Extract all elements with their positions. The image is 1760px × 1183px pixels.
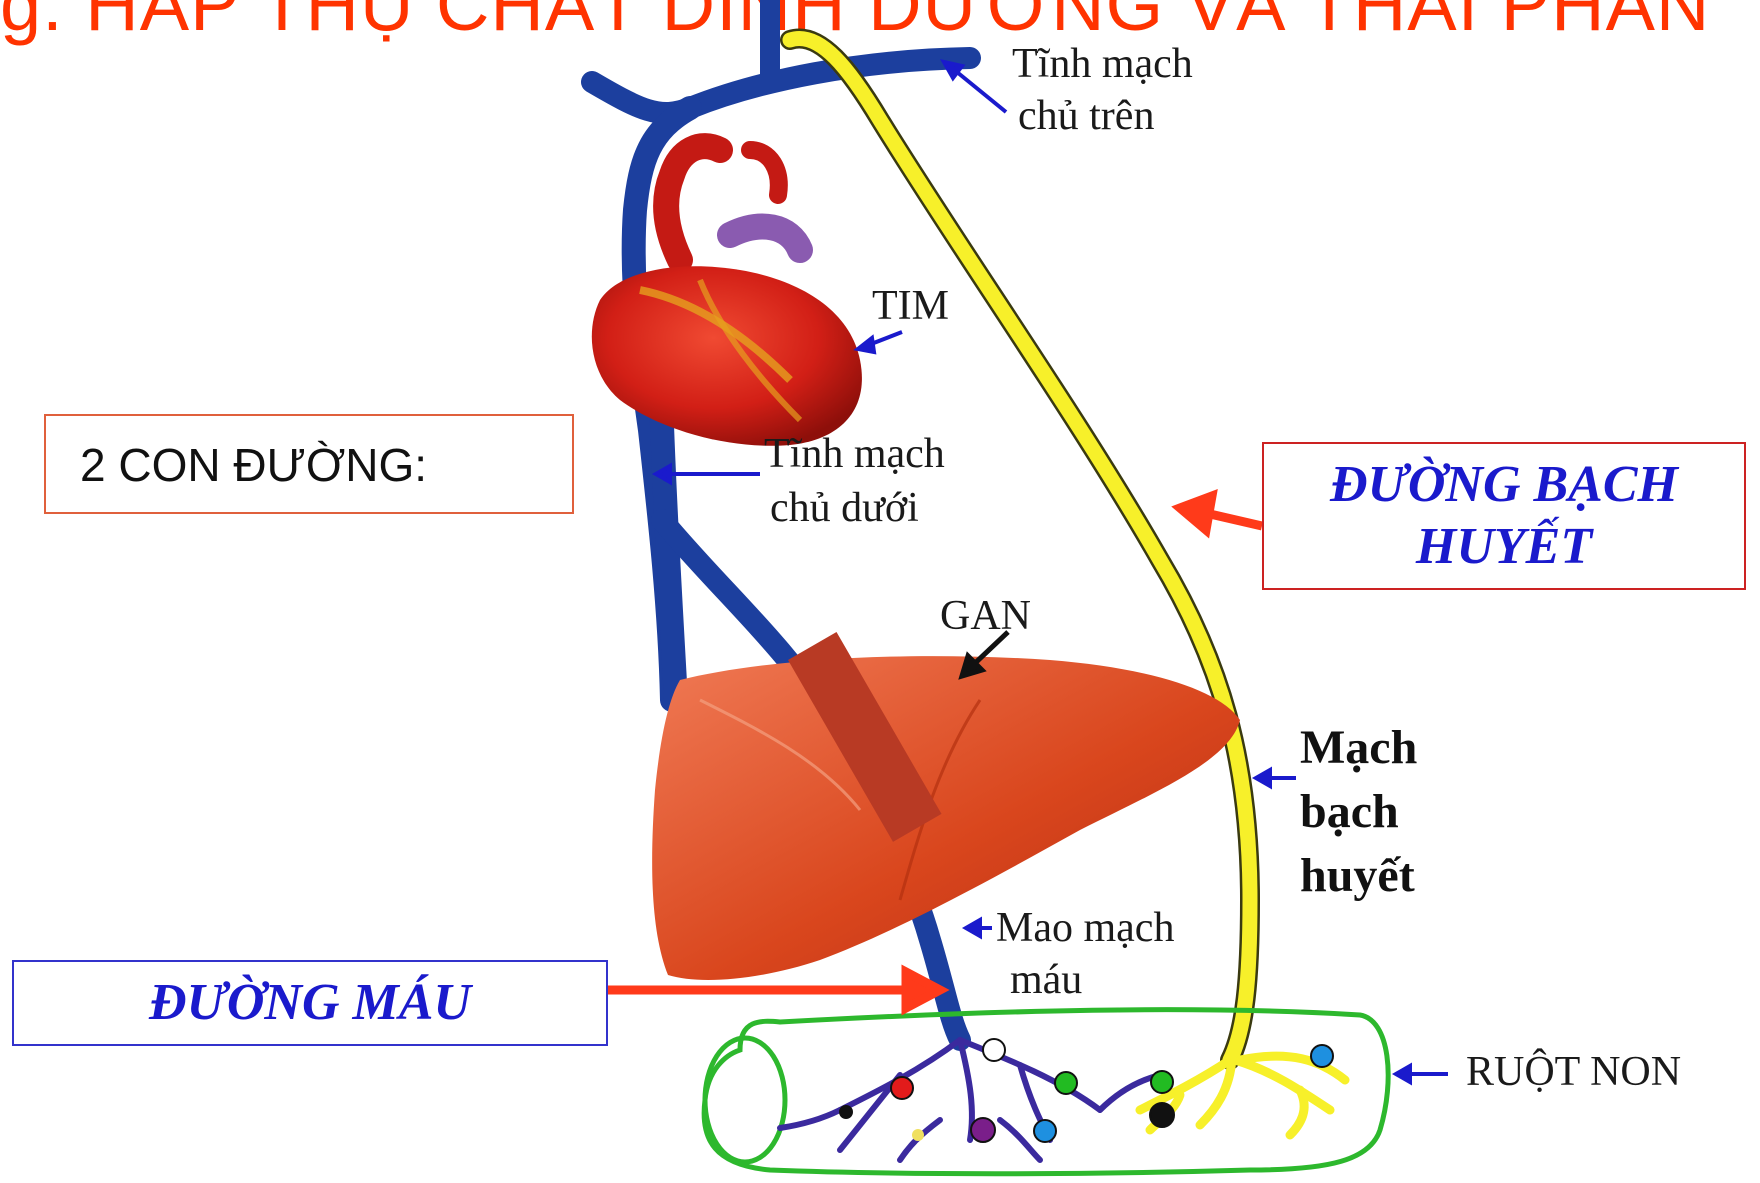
label-svc-2: chủ trên xyxy=(1018,90,1154,142)
superior-vena-cava xyxy=(592,58,970,113)
blood-pathway-box: ĐƯỜNG MÁU xyxy=(12,960,608,1046)
two-pathways-label: 2 CON ĐƯỜNG: xyxy=(80,438,427,492)
label-ivc-2: chủ dưới xyxy=(770,482,919,534)
lymph-pathway-label-1: ĐƯỜNG BẠCH xyxy=(1330,454,1678,516)
label-capillary-1: Mao mạch xyxy=(996,902,1174,954)
two-pathways-box: 2 CON ĐƯỜNG: xyxy=(44,414,574,514)
small-intestine-icon xyxy=(704,1010,1388,1174)
label-capillary-2: máu xyxy=(1010,954,1082,1006)
capillary-network xyxy=(780,1040,1160,1160)
label-intestine: RUỘT NON xyxy=(1466,1046,1681,1098)
label-svc-1: Tĩnh mạch xyxy=(1012,38,1193,90)
label-heart: TIM xyxy=(872,280,949,332)
label-lymph-vessel-1: Mạch xyxy=(1300,716,1417,780)
label-lymph-vessel-2: bạch xyxy=(1300,780,1399,844)
lymph-pathway-box: ĐƯỜNG BẠCH HUYẾT xyxy=(1262,442,1746,590)
label-liver: GAN xyxy=(940,590,1031,642)
lymph-pathway-label-2: HUYẾT xyxy=(1330,516,1678,578)
label-ivc-1: Tĩnh mạch xyxy=(764,428,945,480)
label-lymph-vessel-3: huyết xyxy=(1300,844,1415,908)
blood-pathway-label: ĐƯỜNG MÁU xyxy=(149,972,471,1034)
